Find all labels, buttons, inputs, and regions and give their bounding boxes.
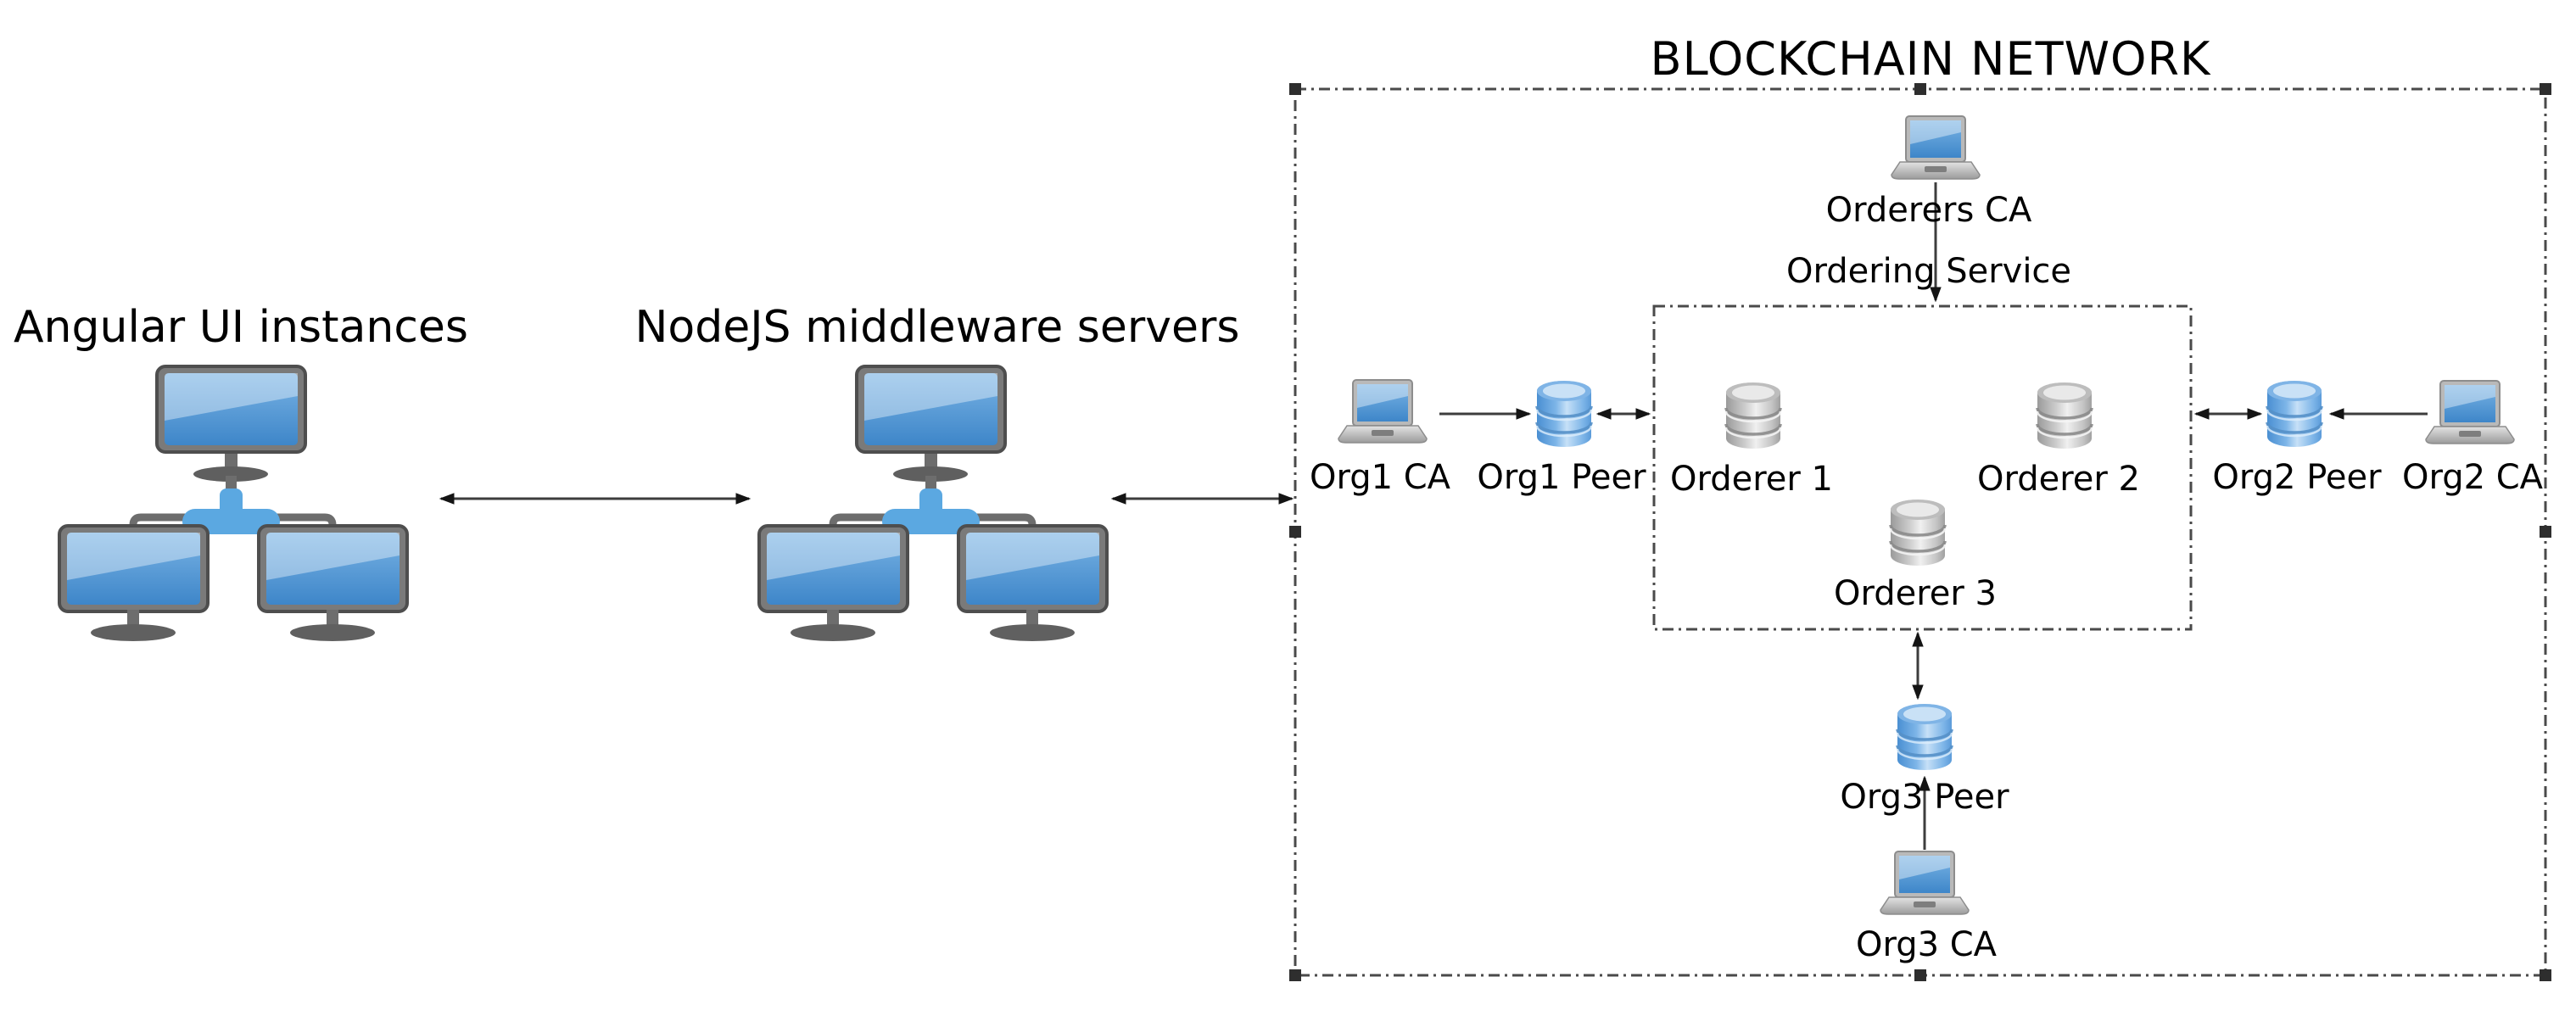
selection-handle-mid-left[interactable]	[1289, 526, 1301, 538]
selection-handle-bottom-right[interactable]	[2540, 969, 2551, 981]
database-blue-icon-org3-peer[interactable]	[1896, 702, 1953, 772]
selection-handles	[1289, 83, 2551, 981]
laptop-icon-orderers-ca[interactable]	[1891, 115, 1981, 180]
org1-ca-label[interactable]: Org1 CA	[1309, 458, 1451, 497]
selection-handle-bottom-center[interactable]	[1914, 969, 1926, 981]
database-blue-icon-org2-peer[interactable]	[2266, 379, 2323, 449]
edges-group	[441, 182, 2428, 850]
orderer3-label[interactable]: Orderer 3	[1833, 574, 1998, 613]
database-gray-icon-orderer3[interactable]	[1889, 498, 1947, 567]
org2-ca-label[interactable]: Org2 CA	[2401, 458, 2544, 497]
monitor-cluster-icon-nodejs[interactable]	[759, 366, 1107, 641]
selection-handle-top-right[interactable]	[2540, 83, 2551, 95]
ordering-service-box[interactable]	[1652, 304, 2193, 631]
orderer2-label[interactable]: Orderer 2	[1976, 460, 2141, 499]
database-blue-icon-org1-peer[interactable]	[1535, 379, 1593, 449]
selection-handle-top-left[interactable]	[1289, 83, 1301, 95]
nodejs-middleware-label[interactable]: NodeJS middleware servers	[634, 302, 1240, 353]
org3-peer-label[interactable]: Org3 Peer	[1840, 778, 2009, 817]
ordering-service-label[interactable]: Ordering Service	[1785, 252, 2072, 291]
database-gray-icon-orderer1[interactable]	[1724, 381, 1782, 450]
laptop-icon-org3-ca[interactable]	[1880, 851, 1970, 915]
blockchain-network-title[interactable]: BLOCKCHAIN NETWORK	[1650, 32, 2211, 86]
org2-peer-label[interactable]: Org2 Peer	[2212, 458, 2382, 497]
angular-ui-label[interactable]: Angular UI instances	[13, 302, 469, 353]
orderer1-label[interactable]: Orderer 1	[1669, 460, 1834, 499]
selection-handle-top-center[interactable]	[1914, 83, 1926, 95]
selection-handle-bottom-left[interactable]	[1289, 969, 1301, 981]
laptop-icon-org1-ca[interactable]	[1338, 379, 1428, 444]
org1-peer-label[interactable]: Org1 Peer	[1477, 458, 1646, 497]
orderers-ca-label[interactable]: Orderers CA	[1825, 191, 2032, 230]
database-gray-icon-orderer2[interactable]	[2036, 381, 2093, 450]
laptop-icon-org2-ca[interactable]	[2425, 380, 2515, 444]
org3-ca-label[interactable]: Org3 CA	[1855, 925, 1998, 964]
selection-handle-mid-right[interactable]	[2540, 526, 2551, 538]
monitor-cluster-icon-angular[interactable]	[59, 366, 407, 641]
